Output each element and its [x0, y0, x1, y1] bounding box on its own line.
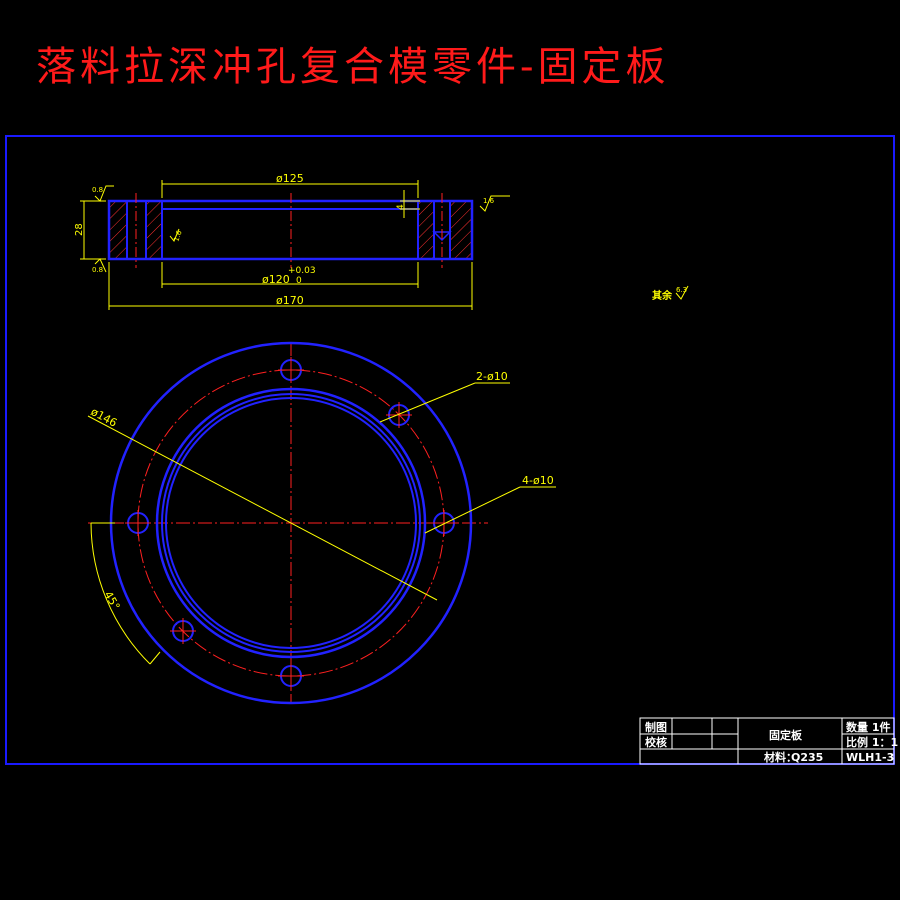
dim-top-diameter: ø125 [276, 172, 304, 185]
bore-edge-outer [161, 393, 421, 653]
label-angle: 45° [101, 589, 122, 612]
rough-value-3: 1.6 [172, 229, 184, 243]
hatch-left-inner [146, 201, 162, 259]
label-bolt-circle: ø146 [89, 405, 120, 429]
rough-value-2: 0.8 [92, 266, 103, 274]
title-block-checked-label: 校核 [645, 735, 667, 749]
bore-edge-inner [165, 397, 417, 649]
title-block-material-label: 材料： [764, 750, 797, 764]
title-block-scale: 比例 1：1 [846, 735, 898, 749]
rough-value-4: 1.6 [483, 197, 495, 205]
step-edge [155, 387, 427, 659]
title-block-drawing-number: WLH1-3 [846, 751, 894, 764]
rough-value-1: 0.8 [92, 186, 103, 194]
dim-bore-tol-upper: +0.03 [288, 266, 316, 276]
section-view: ø125 ø120 +0.03 0 ø170 28 4 0.8 0.8 1.6 … [74, 172, 689, 310]
drawing-frame [5, 135, 895, 765]
page-title: 落料拉深冲孔复合模零件-固定板 [36, 44, 670, 90]
hatch-left-outer [109, 201, 127, 259]
dim-outer-diameter: ø170 [276, 294, 304, 307]
label-hole-group-b: 4-ø10 [522, 474, 554, 487]
general-roughness-value: 6.3 [676, 286, 687, 294]
dim-bore-tol-lower: 0 [296, 276, 302, 286]
hatch-right-b [450, 201, 472, 259]
label-hole-group-a: 2-ø10 [476, 370, 508, 383]
general-roughness-label: 其余 [652, 289, 673, 302]
dim-bore-diameter: ø120 [262, 273, 290, 286]
title-block: 制图 校核 固定板 数量 1件 比例 1：1 材料： Q235 WLH1-3 [639, 717, 898, 765]
dim-height: 28 [74, 223, 85, 236]
title-block-part-name: 固定板 [769, 728, 803, 742]
plan-view: ø146 2-ø10 4-ø10 45° [87, 341, 556, 705]
dim-step: 4 [396, 204, 406, 210]
title-block-quantity: 数量 1件 [846, 720, 890, 734]
title-block-drawn-label: 制图 [645, 720, 667, 734]
title-block-material-value: Q235 [791, 751, 823, 764]
hatch-right-a [418, 201, 434, 259]
